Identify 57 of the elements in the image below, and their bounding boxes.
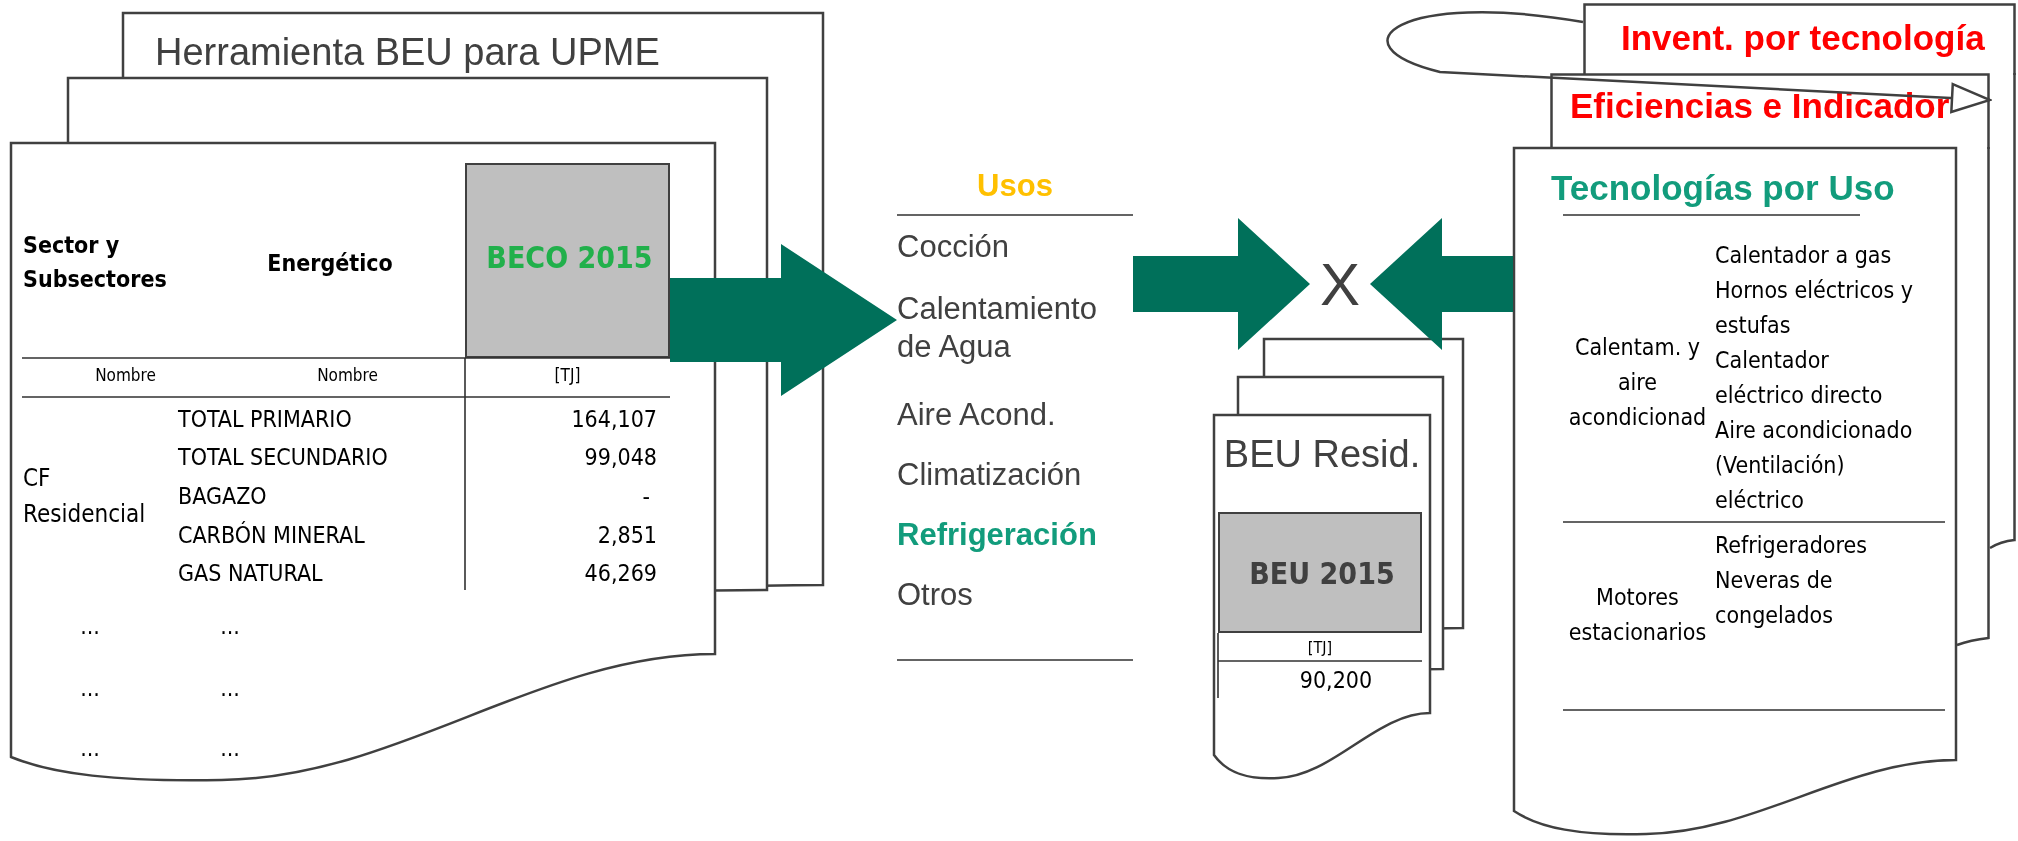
list-item: Refrigeración [897, 516, 1098, 554]
ellipsis: ... [219, 674, 241, 702]
list-item: Calentamiento de Agua [897, 290, 1098, 366]
unit-label: [TJ] [1306, 637, 1334, 659]
list-item: Otros [897, 576, 974, 614]
list-item: Cocción [897, 228, 1010, 266]
table-cell-text: TOTAL SECUNDARIO [178, 443, 389, 471]
table-cell-text: GAS NATURAL [178, 559, 324, 587]
table-cell-text: 90,200 [1298, 666, 1374, 694]
highlight-box [1218, 512, 1422, 633]
table-cell-text: Calentador eléctrico directo [1715, 346, 1884, 410]
column-header: Sector y Subsectores [23, 231, 168, 294]
list-heading: Usos [976, 167, 1054, 205]
table-cell-text: CARBÓN MINERAL [178, 521, 366, 549]
table-cell-text: Calentam. y aire acondicionad [1567, 333, 1708, 432]
table-cell-text: Motores estacionarios [1567, 583, 1708, 647]
page-title: Eficiencias e Indicador [1570, 85, 1951, 127]
table-cell-text: Hornos eléctricos y estufas [1715, 276, 1915, 340]
document-stack [1213, 338, 1464, 780]
curved-arrow [1387, 11, 1992, 114]
ellipsis: ... [219, 612, 241, 640]
table-cell-text: 99,048 [583, 443, 657, 471]
table-cell-text: Neveras de congelados [1715, 566, 1835, 630]
list-item: Climatización [897, 456, 1083, 494]
page-title: Tecnologías por Uso [1551, 167, 1896, 209]
table-cell-text: 46,269 [583, 559, 657, 587]
block-arrow [1133, 218, 1310, 350]
block-arrow [1370, 218, 1513, 350]
list-item: Aire Acond. [897, 396, 1057, 434]
page-title: Herramienta BEU para UPME [155, 30, 661, 75]
box-title: BEU 2015 [1248, 556, 1396, 592]
table-cell-text: BAGAZO [178, 482, 268, 510]
table-cell-text: - [641, 482, 650, 510]
document-page [1550, 73, 1990, 147]
table-cell-text: 164,107 [570, 405, 657, 433]
block-arrow [670, 244, 897, 396]
highlight-box [465, 163, 670, 358]
box-title: BECO 2015 [485, 240, 654, 276]
document-page [1583, 3, 2016, 73]
table-cell-text: Calentador a gas [1715, 241, 1893, 270]
ellipsis: ... [79, 734, 101, 762]
ellipsis: ... [219, 734, 241, 762]
column-header: Energético [266, 249, 394, 278]
ellipsis: ... [79, 612, 101, 640]
multiply-sign: X [1319, 250, 1361, 320]
table-cell-text: 2,851 [596, 521, 657, 549]
unit-label: Nombre [94, 364, 157, 387]
page-title: BEU Resid. [1222, 432, 1422, 477]
table-cell-text: Refrigeradores [1715, 531, 1868, 560]
document-stack [10, 12, 824, 782]
table-cell-text: CF Residencial [23, 463, 147, 530]
unit-label: [TJ] [553, 364, 582, 387]
table-cell-text: Aire acondicionado (Ventilación) eléctrico [1715, 416, 1914, 515]
table-cell-text: TOTAL PRIMARIO [178, 405, 353, 433]
unit-label: Nombre [316, 364, 379, 387]
ellipsis: ... [79, 674, 101, 702]
page-title: Invent. por tecnología [1621, 17, 1986, 59]
